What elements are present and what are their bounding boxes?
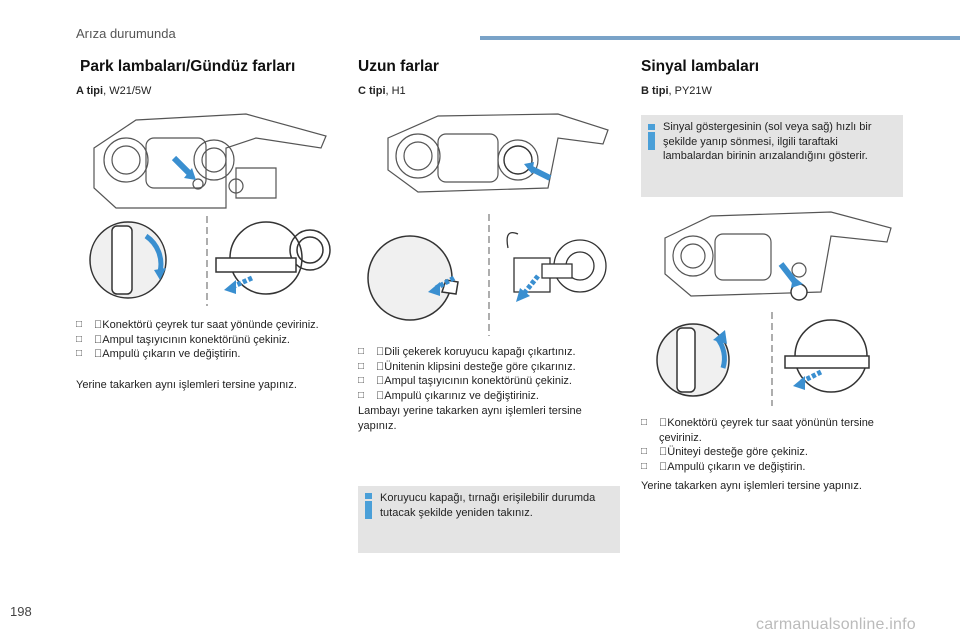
info-box-signal: Sinyal göstergesinin (sol veya sağ) hızl… — [641, 115, 903, 197]
section-title-signal-lamps: Sinyal lambaları — [641, 58, 760, 75]
info-box-cap: Koruyucu kapağı, tırnağı erişilebilir du… — [358, 486, 620, 553]
page-number: 198 — [10, 604, 32, 619]
list-item: □Ampul taşıyıcının konektörünü çekiniz. — [76, 333, 290, 346]
steps-list-a: □Konektörü çeyrek tur saat yönünde çevir… — [76, 318, 326, 362]
square-bullet-icon: □ — [358, 375, 365, 386]
list-item: □Üniteyi desteğe göre çekiniz. — [641, 446, 808, 458]
square-bullet-icon: □ — [76, 319, 83, 330]
type-line-a: A tipi, W21/5W — [76, 85, 151, 97]
square-bullet-icon: □ — [641, 460, 648, 472]
info-icon — [648, 124, 655, 150]
type-label: B tipi — [641, 85, 669, 97]
type-bulb: , W21/5W — [103, 85, 152, 97]
info-icon — [365, 493, 372, 519]
connector-pull — [215, 221, 331, 295]
type-label: A tipi — [76, 85, 104, 97]
square-bullet-icon: □ — [76, 333, 83, 345]
info-text: Sinyal göstergesinin (sol veya sağ) hızl… — [663, 121, 872, 162]
info-text: Koruyucu kapağı, tırnağı erişilebilir du… — [380, 492, 596, 519]
headlamp-illustration-c — [367, 113, 609, 336]
signal-unit-pull — [784, 319, 870, 393]
list-item: □Ampul taşıyıcının konektörünü çekiniz. — [358, 375, 572, 387]
watermark: carmanualsonline.info — [756, 616, 916, 633]
list-item: □Ünitenin klipsini desteğe göre çıkarını… — [358, 360, 576, 373]
steps-list-b: □Konektörü çeyrek tur saat yönünün tersi… — [641, 416, 903, 474]
running-header: Arıza durumunda — [76, 26, 176, 41]
list-item: □Dili çekerek koruyucu kapağı çıkartınız… — [358, 346, 576, 358]
steps-list-c: □Dili çekerek koruyucu kapağı çıkartınız… — [358, 345, 620, 403]
type-bulb: , H1 — [385, 85, 406, 97]
closing-text-a: Yerine takarken aynı işlemleri tersine y… — [76, 379, 297, 391]
type-label: C tipi — [358, 85, 386, 97]
section-title-high-beam: Uzun farlar — [358, 58, 439, 75]
type-line-b: B tipi, PY21W — [641, 85, 712, 97]
square-bullet-icon: □ — [358, 346, 365, 357]
closing-text-c: Lambayı yerine takarken aynı işlemleri t… — [358, 405, 582, 432]
bulb-holder — [506, 231, 607, 293]
type-bulb: , PY21W — [668, 85, 712, 97]
closing-text-b: Yerine takarken aynı işlemleri tersine y… — [641, 480, 862, 492]
square-bullet-icon: □ — [641, 446, 648, 457]
header-accent-bar — [480, 36, 960, 40]
list-item: □Konektörü çeyrek tur saat yönünün tersi… — [641, 417, 874, 444]
square-bullet-icon: □ — [358, 389, 365, 401]
list-item: □Konektörü çeyrek tur saat yönünde çevir… — [76, 319, 319, 331]
arrow-icon — [171, 155, 193, 177]
headlamp-illustration-a — [89, 113, 331, 306]
protective-cap — [367, 235, 459, 321]
list-item: □Ampulü çıkarın ve değiştirin. — [76, 348, 241, 360]
type-line-c: C tipi, H1 — [358, 85, 406, 97]
connector-cap-rotate — [656, 323, 730, 397]
section-title-park-lamps: Park lambaları/Gündüz farları — [80, 58, 296, 75]
headlamp-illustration-b — [656, 211, 892, 406]
connector-cap-rotate — [89, 221, 167, 299]
list-item: □Ampulü çıkarın ve değiştirin. — [641, 460, 806, 473]
square-bullet-icon: □ — [358, 360, 365, 372]
square-bullet-icon: □ — [76, 348, 83, 359]
list-item: □Ampulü çıkarınız ve değiştiriniz. — [358, 389, 539, 402]
square-bullet-icon: □ — [641, 417, 648, 428]
